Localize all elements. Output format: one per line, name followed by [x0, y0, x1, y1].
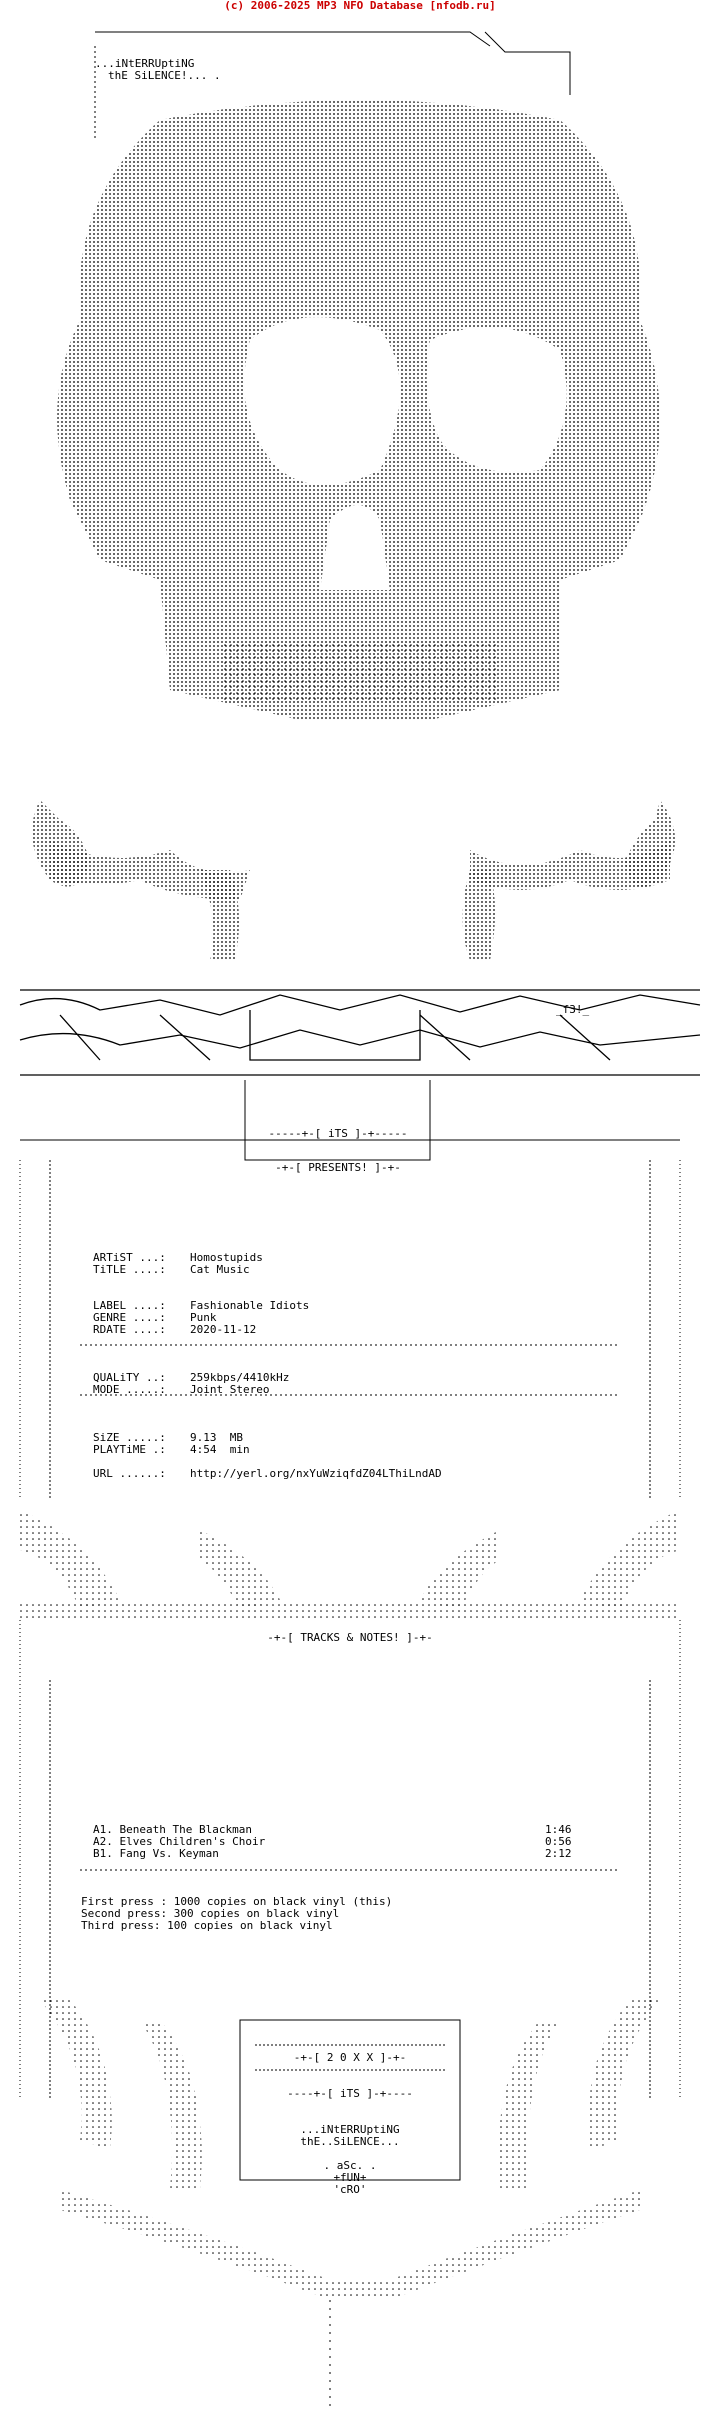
playtime-label: PLAYTiME .:: [93, 1443, 166, 1456]
its-banner: -----+-[ iTS ]-+-----: [268, 1127, 408, 1140]
track-time: 0:56: [545, 1835, 572, 1848]
url-label: URL ......:: [93, 1467, 166, 1480]
mode-label: MODE .....:: [93, 1383, 166, 1396]
label-label: LABEL ....:: [93, 1299, 166, 1312]
nfodb-link[interactable]: (c) 2006-2025 MP3 NFO Database [nfodb.ru…: [224, 0, 496, 12]
footer-credit-1: . aSc. .: [323, 2159, 377, 2172]
group-logo-art: [19, 989, 701, 1076]
title-label: TiTLE ....:: [93, 1263, 166, 1276]
label-value: Fashionable Idiots: [190, 1299, 310, 1312]
mode-value: Joint Stereo: [190, 1383, 270, 1396]
track-name: A2. Elves Children's Choir: [93, 1835, 266, 1848]
track-name: B1. Fang Vs. Keyman: [93, 1847, 219, 1860]
genre-value: Punk: [190, 1311, 217, 1324]
artist-label: ARTiST ...:: [93, 1251, 166, 1264]
rdate-value: 2020-11-12: [190, 1323, 257, 1336]
info-frame: [19, 1080, 681, 1500]
size-value: 9.13 MB: [190, 1431, 243, 1444]
footer-credit-2: +fUN+: [333, 2171, 367, 2184]
quality-label: QUALiTY ..:: [93, 1371, 166, 1384]
playtime-value: 4:54 min: [190, 1443, 250, 1456]
note-line: Third press: 100 copies on black vinyl: [81, 1919, 333, 1932]
size-label: SiZE .....:: [93, 1431, 166, 1444]
track-name: A1. Beneath The Blackman: [93, 1823, 252, 1836]
genre-label: GENRE ....:: [93, 1311, 166, 1324]
footer-group-line1: ...iNtERRUptiNG: [300, 2123, 400, 2136]
tracks-frame: [19, 1620, 681, 2100]
footer-credit-3: 'cRO': [333, 2183, 367, 2196]
presents-banner: -+-[ PRESENTS! ]-+-: [275, 1161, 401, 1174]
quality-value: 259kbps/4410kHz: [190, 1371, 290, 1384]
url-value[interactable]: http://yerl.org/nxYuWziqfdZ04LThiLndAD: [190, 1467, 442, 1480]
track-time: 1:46: [545, 1823, 572, 1836]
rdate-label: RDATE ....:: [93, 1323, 166, 1336]
nfodb-header: (c) 2006-2025 MP3 NFO Database [nfodb.ru…: [0, 0, 720, 12]
footer-its: ----+-[ iTS ]-+----: [287, 2087, 413, 2100]
ascii-signature: _f3!_: [556, 1003, 590, 1016]
title-value: Cat Music: [190, 1263, 250, 1276]
footer-group-line2: thE..SiLENCE...: [300, 2135, 400, 2148]
footer-year: -+-[ 2 0 X X ]-+-: [293, 2051, 407, 2064]
note-line: First press : 1000 copies on black vinyl…: [81, 1895, 393, 1908]
tracks-header: -+-[ TRACKS & NOTES! ]-+-: [267, 1631, 433, 1644]
group-name-line1: ...iNtERRUptiNG: [95, 57, 195, 70]
note-line: Second press: 300 copies on black vinyl: [81, 1907, 340, 1920]
skull-art: [57, 100, 660, 720]
group-name-line2: thE SiLENCE!... .: [108, 69, 221, 82]
track-time: 2:12: [545, 1847, 572, 1860]
artist-value: Homostupids: [190, 1251, 263, 1264]
